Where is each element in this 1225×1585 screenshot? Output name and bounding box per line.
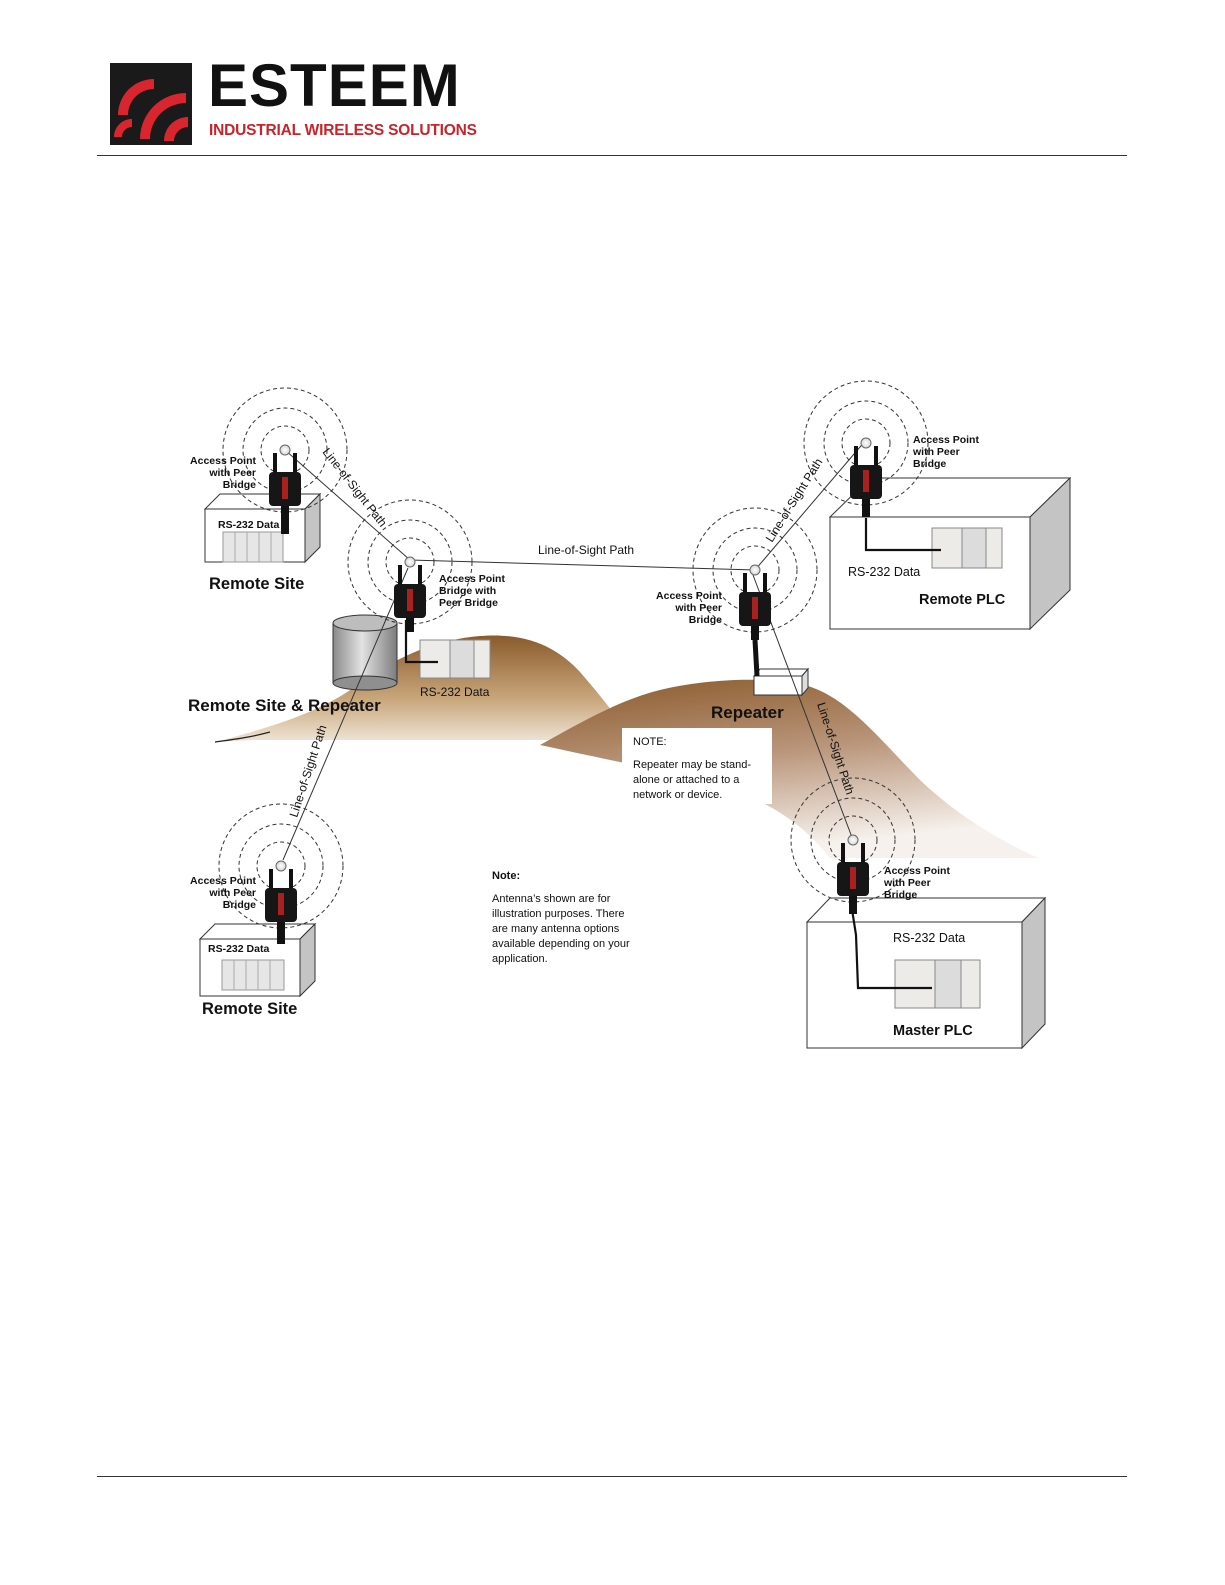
radio-label: with Peer bbox=[912, 446, 960, 458]
plc-rack-master-plc bbox=[894, 959, 981, 1009]
repeater-note-title: NOTE: bbox=[633, 736, 667, 748]
repeater-note: NOTE: Repeater may be stand- alone or at… bbox=[633, 736, 751, 801]
radio-label: Peer Bridge bbox=[439, 597, 498, 609]
site-label-remote-site-repeater: Remote Site & Repeater bbox=[188, 696, 381, 715]
footer-rule bbox=[97, 1476, 1127, 1477]
radio-label: Access Point bbox=[190, 875, 256, 887]
radio-label: Access Point bbox=[656, 590, 722, 602]
site-label-repeater: Repeater bbox=[711, 703, 784, 722]
plc-rack-remote-site-bottom bbox=[221, 959, 285, 991]
data-label: RS-232 Data bbox=[208, 943, 269, 955]
brand-name: ESTEEM bbox=[208, 52, 461, 119]
antenna-note-line: Antenna’s shown are for bbox=[492, 893, 611, 905]
site-label-master-plc: Master PLC bbox=[893, 1023, 973, 1039]
radio-label: Access Point bbox=[439, 573, 505, 585]
antenna-note-line: available depending on your bbox=[492, 938, 630, 950]
data-label: RS-232 Data bbox=[848, 565, 920, 579]
plc-rack-remote-plc bbox=[931, 527, 1003, 569]
radio-label: Access Point bbox=[913, 434, 979, 446]
site-labels: Remote Site Remote Site & Repeater Repea… bbox=[188, 575, 1006, 1039]
path-label-top-right: Line-of-Sight Path bbox=[763, 456, 826, 545]
data-label: RS-232 Data bbox=[218, 519, 279, 531]
radio-label: Bridge with bbox=[439, 585, 496, 597]
radio-label: Bridge bbox=[689, 614, 722, 626]
radio-label: with Peer bbox=[208, 887, 256, 899]
water-tank bbox=[332, 614, 398, 691]
plc-rack-repeater-left bbox=[419, 639, 491, 679]
site-label-remote-site-top: Remote Site bbox=[209, 575, 304, 593]
repeater-note-line: alone or attached to a bbox=[633, 774, 740, 786]
path-label-middle: Line-of-Sight Path bbox=[538, 543, 634, 557]
radio-label: with Peer bbox=[674, 602, 722, 614]
radio-label: with Peer bbox=[208, 467, 256, 479]
repeater-box bbox=[752, 639, 810, 697]
header-rule bbox=[97, 155, 1127, 156]
radio-label: Access Point bbox=[884, 865, 950, 877]
data-labels: RS-232 Data RS-232 Data RS-232 Data RS-2… bbox=[208, 519, 965, 955]
plc-rack-remote-site-top bbox=[222, 531, 284, 563]
path-label-top-left: Line-of-Sight Path bbox=[320, 445, 390, 529]
radio-label: Bridge bbox=[884, 889, 917, 901]
repeater-note-line: Repeater may be stand- bbox=[633, 759, 751, 771]
antenna-note-line: are many antenna options bbox=[492, 923, 620, 935]
radio-label: Bridge bbox=[223, 479, 256, 491]
antenna-note-line: application. bbox=[492, 953, 548, 965]
data-label: RS-232 Data bbox=[893, 931, 965, 945]
repeater-note-box bbox=[622, 728, 772, 804]
antenna-note-line: illustration purposes. There bbox=[492, 908, 624, 920]
data-wires bbox=[404, 518, 941, 990]
radio-label: with Peer bbox=[883, 877, 931, 889]
radio-unit-icon bbox=[265, 437, 882, 944]
site-label-remote-plc: Remote PLC bbox=[919, 592, 1006, 608]
repeater-note-line: network or device. bbox=[633, 789, 722, 801]
esteem-logo-icon bbox=[110, 63, 192, 145]
brand-tagline: INDUSTRIAL WIRELESS SOLUTIONS bbox=[209, 122, 477, 139]
radio-labels: Access Point with Peer Bridge Access Poi… bbox=[190, 434, 979, 911]
hills bbox=[214, 635, 1038, 858]
site-label-remote-site-bottom: Remote Site bbox=[202, 1000, 297, 1018]
antenna-note: Note: Antenna’s shown are for illustrati… bbox=[492, 870, 630, 965]
data-label: RS-232 Data bbox=[420, 685, 490, 699]
building-remote-plc bbox=[828, 476, 1072, 631]
radio-label: Bridge bbox=[913, 458, 946, 470]
antenna-note-title: Note: bbox=[492, 870, 520, 882]
radio-label: Access Point bbox=[190, 455, 256, 467]
radio-label: Bridge bbox=[223, 899, 256, 911]
